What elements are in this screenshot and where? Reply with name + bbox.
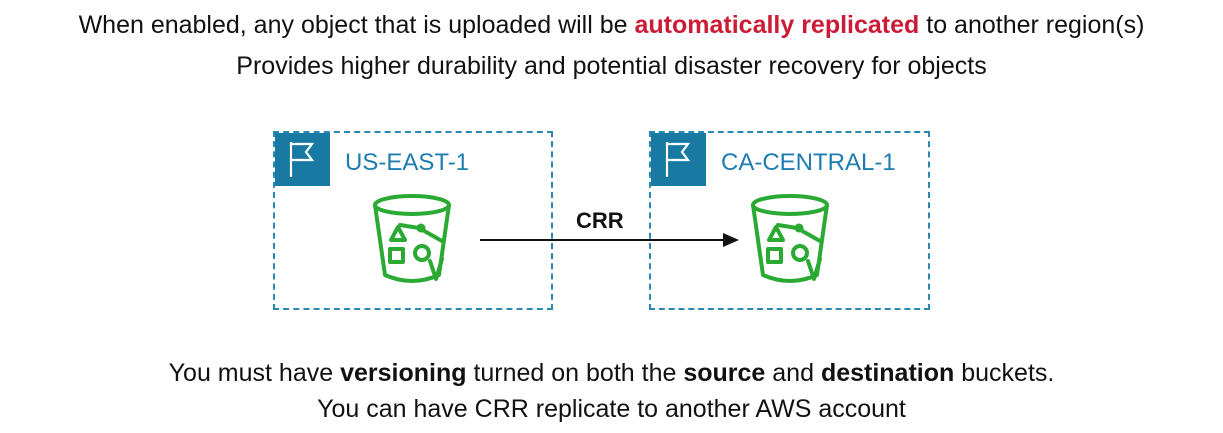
durability-line: Provides higher durability and potential…: [236, 52, 987, 80]
versioning-text-2: turned on both the: [466, 359, 684, 387]
versioning-text-1: You must have: [168, 359, 341, 387]
destination-region-box: CA-CENTRAL-1: [649, 131, 930, 310]
replication-arrow: [480, 233, 739, 247]
flag-icon: [665, 142, 691, 177]
s3-bucket-icon: [373, 194, 451, 283]
intro-emphasis: automatically replicated: [634, 11, 920, 39]
destination-keyword: destination: [820, 359, 955, 387]
source-region-tile: [275, 133, 330, 186]
destination-region-tile: [651, 133, 706, 186]
destination-region-label: CA-CENTRAL-1: [721, 149, 896, 176]
flag-icon: [289, 142, 315, 177]
cross-account-line: You can have CRR replicate to another AW…: [317, 395, 906, 423]
intro-text-end: to another region(s): [919, 11, 1145, 39]
intro-text-start: When enabled, any object that is uploade…: [78, 11, 635, 39]
versioning-text-3: and: [765, 359, 821, 387]
intro-line: When enabled, any object that is uploade…: [0, 10, 1223, 40]
versioning-keyword: versioning: [340, 359, 467, 387]
crr-label: CRR: [576, 208, 624, 233]
source-region-box: US-EAST-1: [273, 131, 553, 310]
versioning-line: You must have versioning turned on both …: [0, 358, 1223, 388]
versioning-text-4: buckets.: [954, 359, 1055, 387]
source-region-label: US-EAST-1: [345, 149, 470, 176]
source-keyword: source: [683, 359, 766, 387]
s3-bucket-icon: [751, 194, 829, 283]
